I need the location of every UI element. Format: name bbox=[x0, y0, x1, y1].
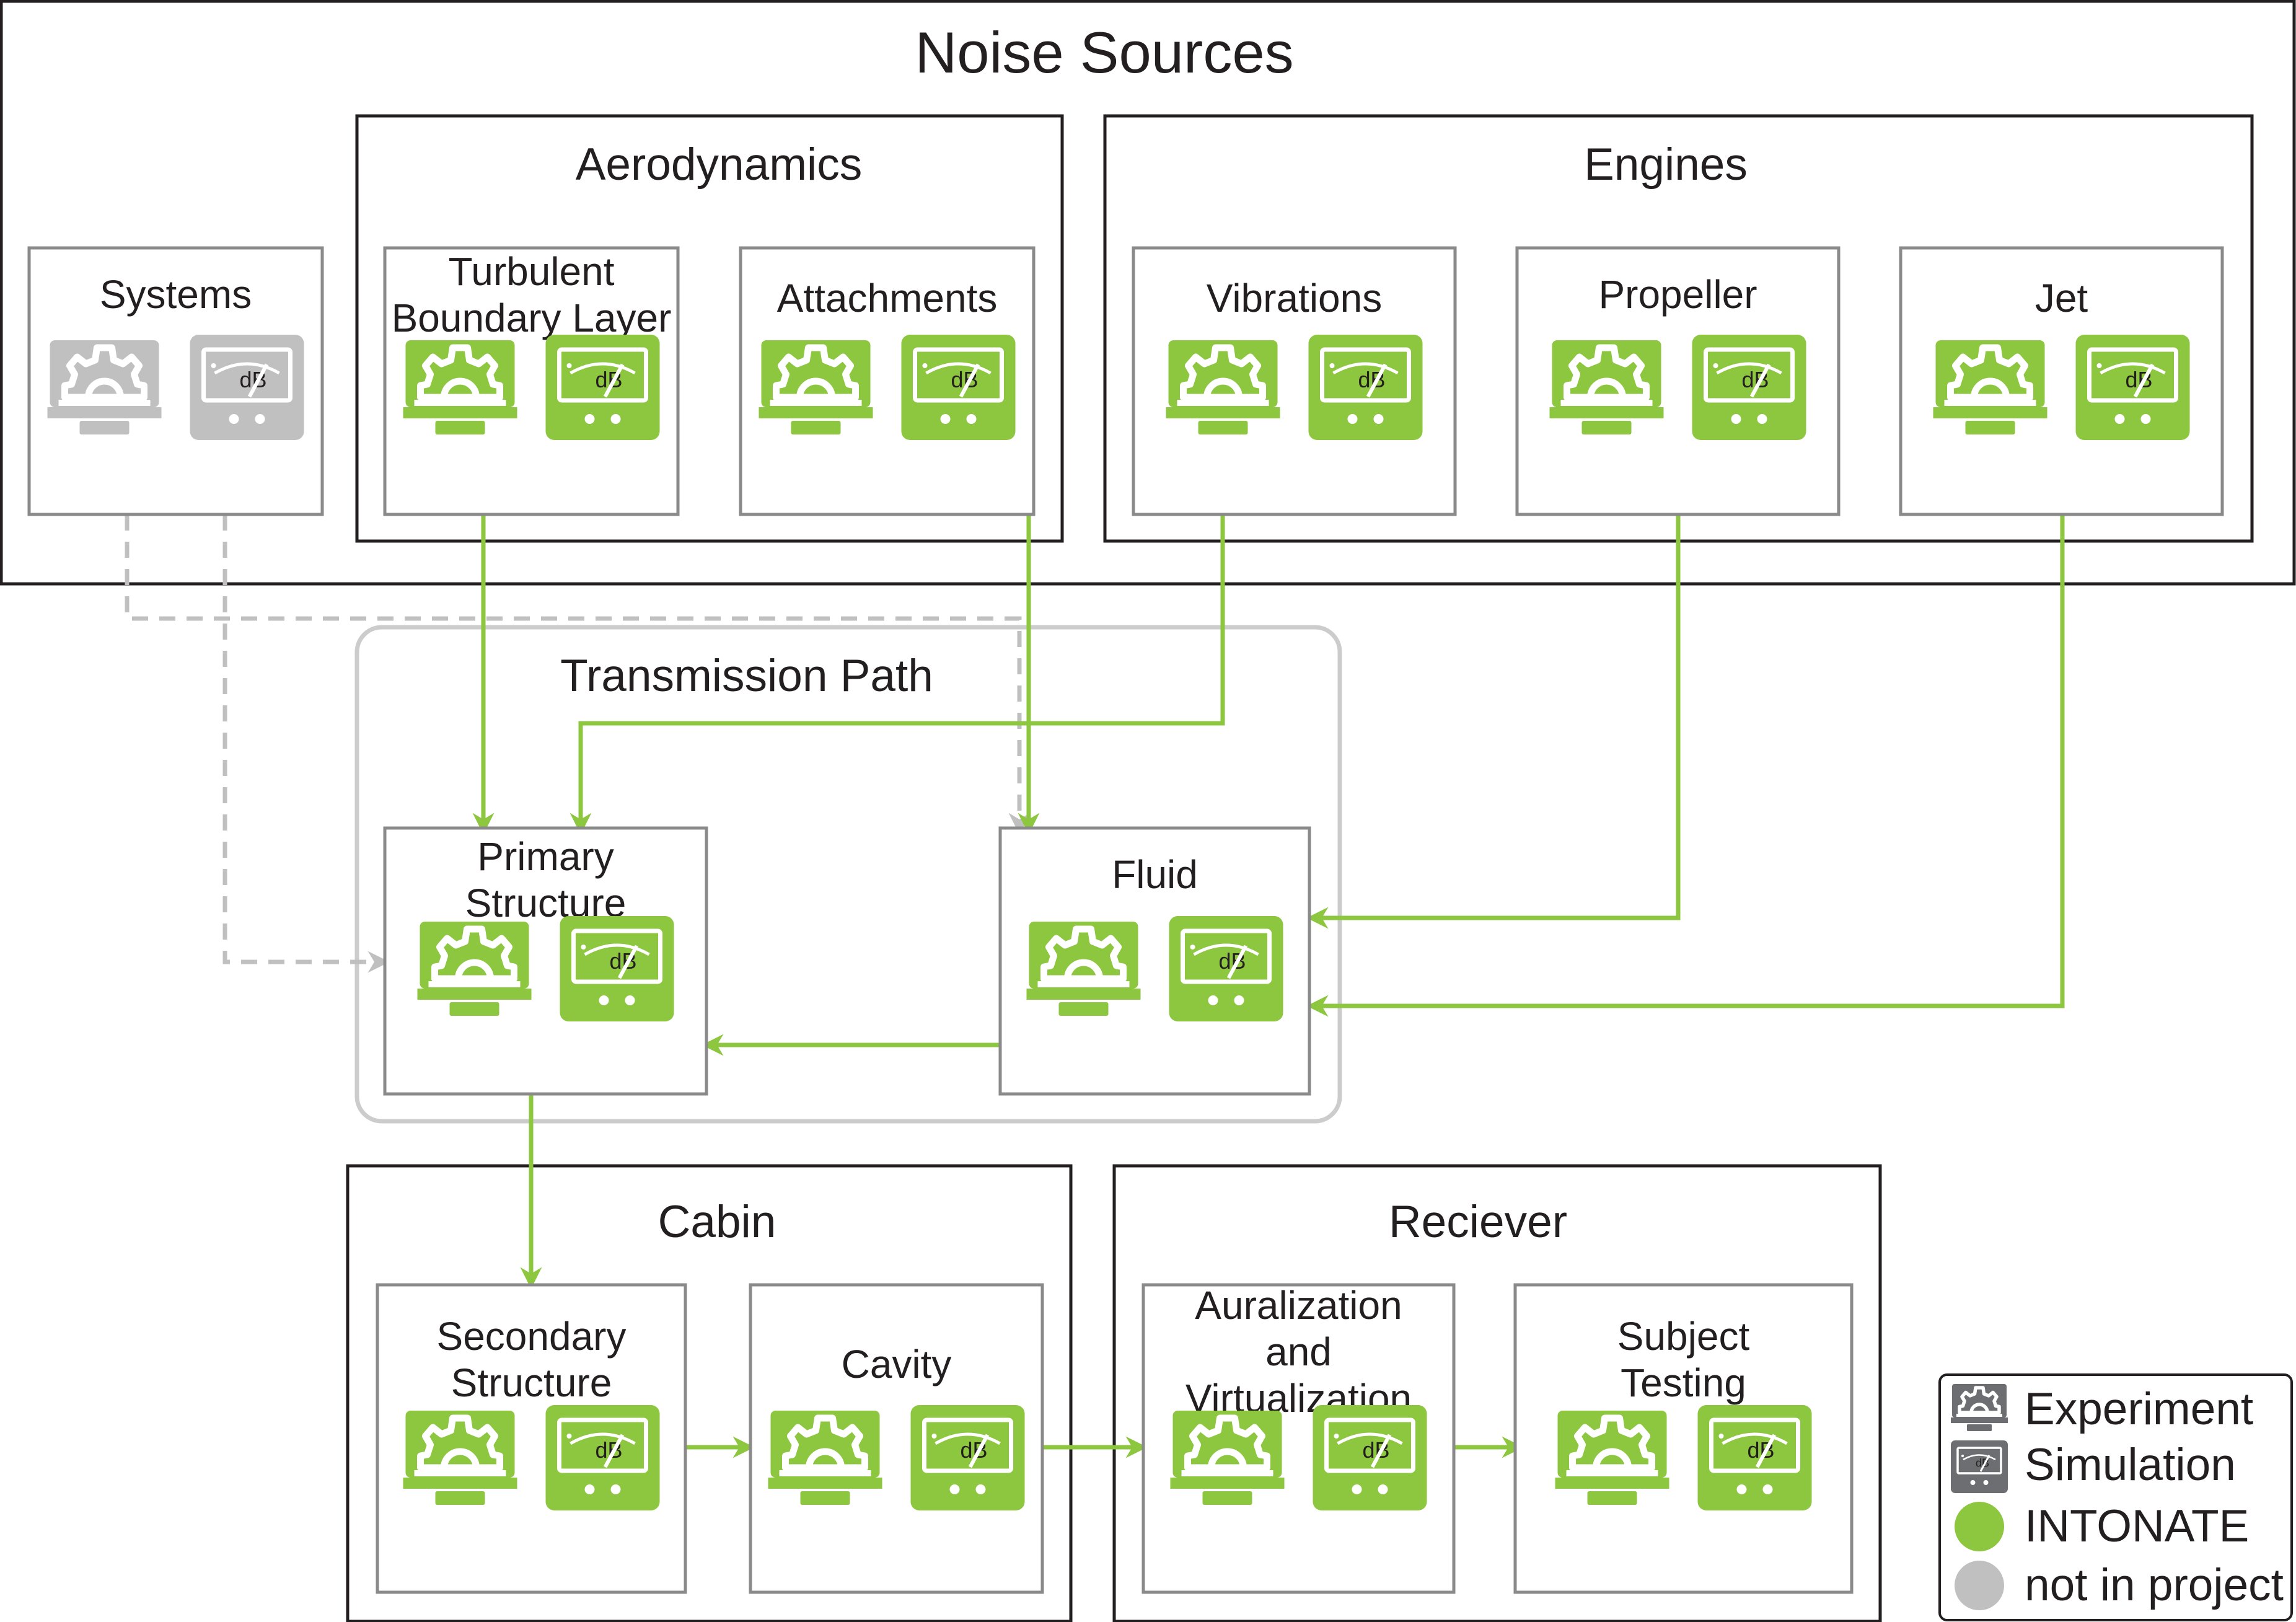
node-propeller: Propeller bbox=[1515, 246, 1841, 516]
simulation-icon bbox=[1692, 335, 1806, 440]
legend-simulation-label: Simulation bbox=[2025, 1440, 2236, 1490]
connectors bbox=[125, 514, 2065, 1458]
node-label: Fluid bbox=[1112, 852, 1198, 897]
node-label: Structure bbox=[451, 1360, 612, 1405]
node-label: Systems bbox=[100, 272, 252, 317]
node-cavity: Cavity bbox=[749, 1283, 1044, 1594]
legend-intonate-label: INTONATE bbox=[2025, 1501, 2249, 1551]
simulation-icon bbox=[902, 335, 1016, 440]
simulation-icon bbox=[190, 335, 304, 440]
legend-experiment-label: Experiment bbox=[2025, 1384, 2253, 1434]
node-label: Secondary bbox=[437, 1314, 627, 1359]
legend-not-in-project-swatch bbox=[1955, 1561, 2004, 1610]
node-systems: Systems bbox=[27, 246, 324, 516]
node-label: Vibrations bbox=[1207, 276, 1382, 320]
connector-vibrations-to-primary-structure bbox=[570, 514, 1225, 835]
connector-propeller-to-fluid bbox=[1306, 514, 1681, 929]
group-aerodynamics bbox=[355, 114, 1064, 543]
legend-not-in-project-label: not in project bbox=[2025, 1560, 2284, 1610]
simulation-icon bbox=[1313, 1405, 1427, 1510]
node-label: Primary bbox=[477, 834, 614, 879]
simulation-icon bbox=[2076, 335, 2190, 440]
group-label-aerodynamics: Aerodynamics bbox=[576, 139, 863, 190]
simulation-icon bbox=[546, 1405, 660, 1510]
group-label-receiver: Reciever bbox=[1389, 1197, 1567, 1247]
simulation-icon bbox=[1698, 1405, 1812, 1510]
group-cabin bbox=[346, 1164, 1073, 1622]
node-attachments: Attachments bbox=[739, 246, 1036, 516]
node-label: Attachments bbox=[777, 276, 998, 320]
node-label: and bbox=[1265, 1329, 1332, 1374]
legend-simulation-icon bbox=[1951, 1440, 2008, 1493]
node-label: Turbulent bbox=[449, 249, 615, 294]
group-noise-sources bbox=[0, 0, 2296, 586]
simulation-icon bbox=[911, 1405, 1025, 1510]
simulation-icon bbox=[1169, 916, 1283, 1021]
legend-frame bbox=[1938, 1373, 2293, 1621]
node-label: Boundary Layer bbox=[392, 296, 672, 340]
group-receiver bbox=[1112, 1164, 1882, 1622]
node-label: Auralization bbox=[1195, 1283, 1402, 1328]
group-transmission-path bbox=[354, 625, 1342, 1124]
node-label: Subject bbox=[1617, 1314, 1750, 1359]
node-label: Cavity bbox=[842, 1342, 952, 1386]
legend-intonate-swatch bbox=[1955, 1502, 2004, 1551]
node-label: Jet bbox=[2035, 276, 2088, 320]
node-fluid: Fluid bbox=[998, 826, 1311, 1096]
group-label-cabin: Cabin bbox=[658, 1197, 776, 1247]
node-label: Testing bbox=[1621, 1360, 1746, 1405]
group-label-noise-sources: Noise Sources bbox=[915, 20, 1293, 85]
group-label-engines: Engines bbox=[1584, 139, 1748, 190]
node-label: Propeller bbox=[1598, 272, 1757, 317]
node-jet: Jet bbox=[1899, 246, 2224, 516]
group-label-transmission-path: Transmission Path bbox=[560, 651, 933, 701]
connector-systems-to-primary-structure bbox=[222, 514, 390, 973]
node-vibrations: Vibrations bbox=[1132, 246, 1457, 516]
simulation-icon bbox=[560, 916, 674, 1021]
simulation-icon bbox=[1309, 335, 1423, 440]
connector-jet-to-fluid bbox=[1306, 514, 2065, 1017]
simulation-icon bbox=[546, 335, 660, 440]
legend: Experiment Simulation INTONATE not in pr… bbox=[1938, 1373, 2293, 1621]
